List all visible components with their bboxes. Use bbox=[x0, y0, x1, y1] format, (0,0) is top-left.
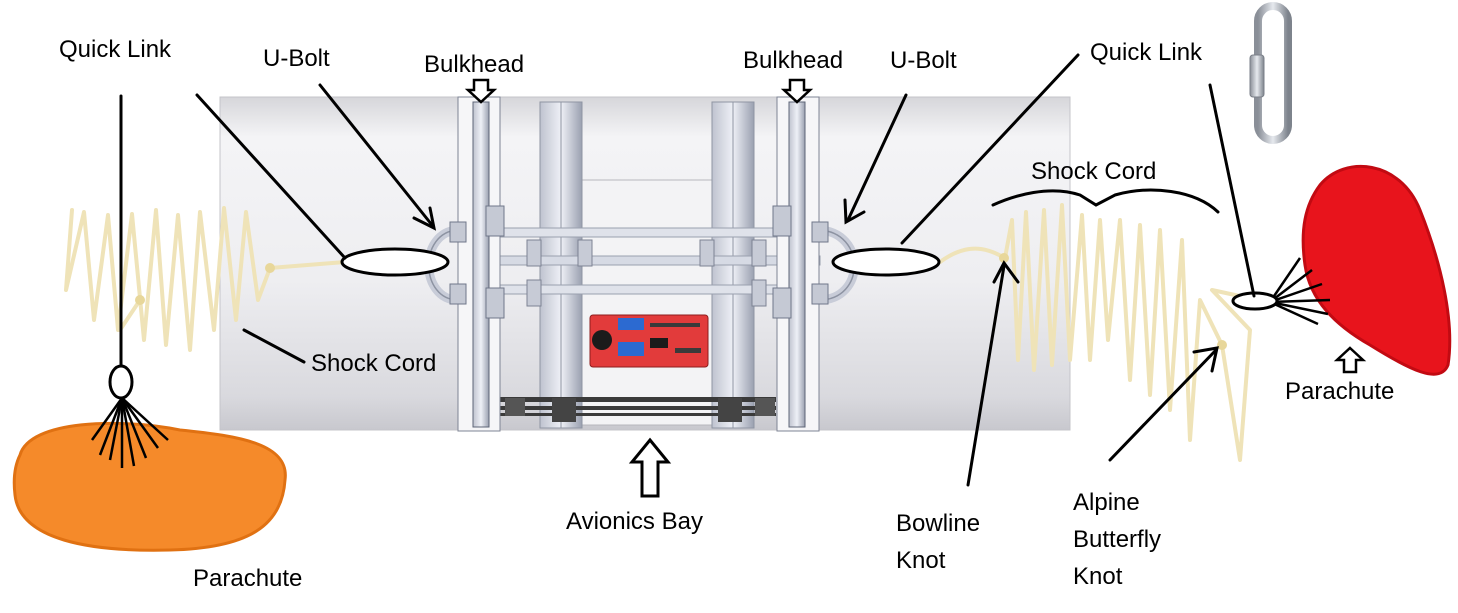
label-avionics-bay: Avionics Bay bbox=[566, 508, 703, 535]
avionics-board bbox=[589, 314, 709, 368]
pointer-shock-cord-left bbox=[242, 328, 306, 364]
shock-cord-left-knot-mark-2 bbox=[135, 295, 145, 305]
avionics-bay-coupler bbox=[469, 101, 821, 429]
pointer-quick-link-right-diag bbox=[900, 53, 1080, 245]
pointer-lines bbox=[119, 53, 1256, 487]
pointer-bowline-knot bbox=[966, 264, 1006, 487]
parachute-right bbox=[1231, 164, 1452, 376]
bulkhead-left-arrow bbox=[464, 78, 498, 104]
alpine-butterfly-knot-mark bbox=[1217, 340, 1227, 350]
label-bulkhead-right: Bulkhead bbox=[743, 47, 844, 74]
arrowhead-bowline-knot bbox=[992, 260, 1020, 284]
shock-cord-right-brace bbox=[991, 188, 1220, 214]
parachute-left bbox=[12, 364, 287, 552]
label-quick-link-right: Quick Link bbox=[1090, 39, 1203, 66]
shock-cord-left bbox=[64, 206, 347, 352]
pointer-ubolt-left bbox=[318, 83, 434, 227]
label-bulkhead-left: Bulkhead bbox=[424, 51, 525, 78]
quick-link-ring-right bbox=[831, 247, 941, 277]
arrowhead-ubolt-right bbox=[843, 198, 866, 225]
label-parachute-left: Parachute bbox=[193, 565, 303, 592]
bulkhead-right-arrow bbox=[780, 78, 814, 104]
label-ubolt-left: U-Bolt bbox=[263, 45, 330, 72]
bulkhead-right bbox=[776, 96, 820, 432]
label-ubolt-right: U-Bolt bbox=[890, 47, 957, 74]
arrowhead-alpine-butterfly-knot bbox=[1192, 346, 1219, 373]
label-shock-cord-right: Shock Cord bbox=[1031, 158, 1157, 185]
label-parachute-right: Parachute bbox=[1285, 378, 1395, 405]
parachute-right-arrow bbox=[1333, 346, 1367, 374]
pointer-quick-link-right bbox=[1208, 83, 1256, 298]
pointer-alpine-butterfly-knot bbox=[1108, 348, 1218, 462]
label-shock-cord-left: Shock Cord bbox=[311, 350, 437, 377]
pointer-ubolt-right bbox=[846, 93, 908, 222]
pointer-quick-link-left-diag bbox=[195, 93, 347, 260]
shock-cord-left-knot-mark bbox=[265, 263, 275, 273]
label-quick-link-left: Quick Link bbox=[59, 36, 172, 63]
arrowhead-ubolt-left bbox=[412, 206, 437, 231]
label-bowline-knot: Bowline Knot bbox=[896, 510, 981, 574]
bowline-knot-mark bbox=[999, 253, 1009, 263]
label-alpine-butterfly-knot: Alpine Butterfly Knot bbox=[1073, 489, 1162, 590]
quick-link-ring-left bbox=[340, 247, 450, 277]
bulkhead-left bbox=[457, 96, 501, 432]
quick-link-image bbox=[1249, 2, 1292, 144]
avionics-bay-arrow bbox=[628, 437, 672, 498]
